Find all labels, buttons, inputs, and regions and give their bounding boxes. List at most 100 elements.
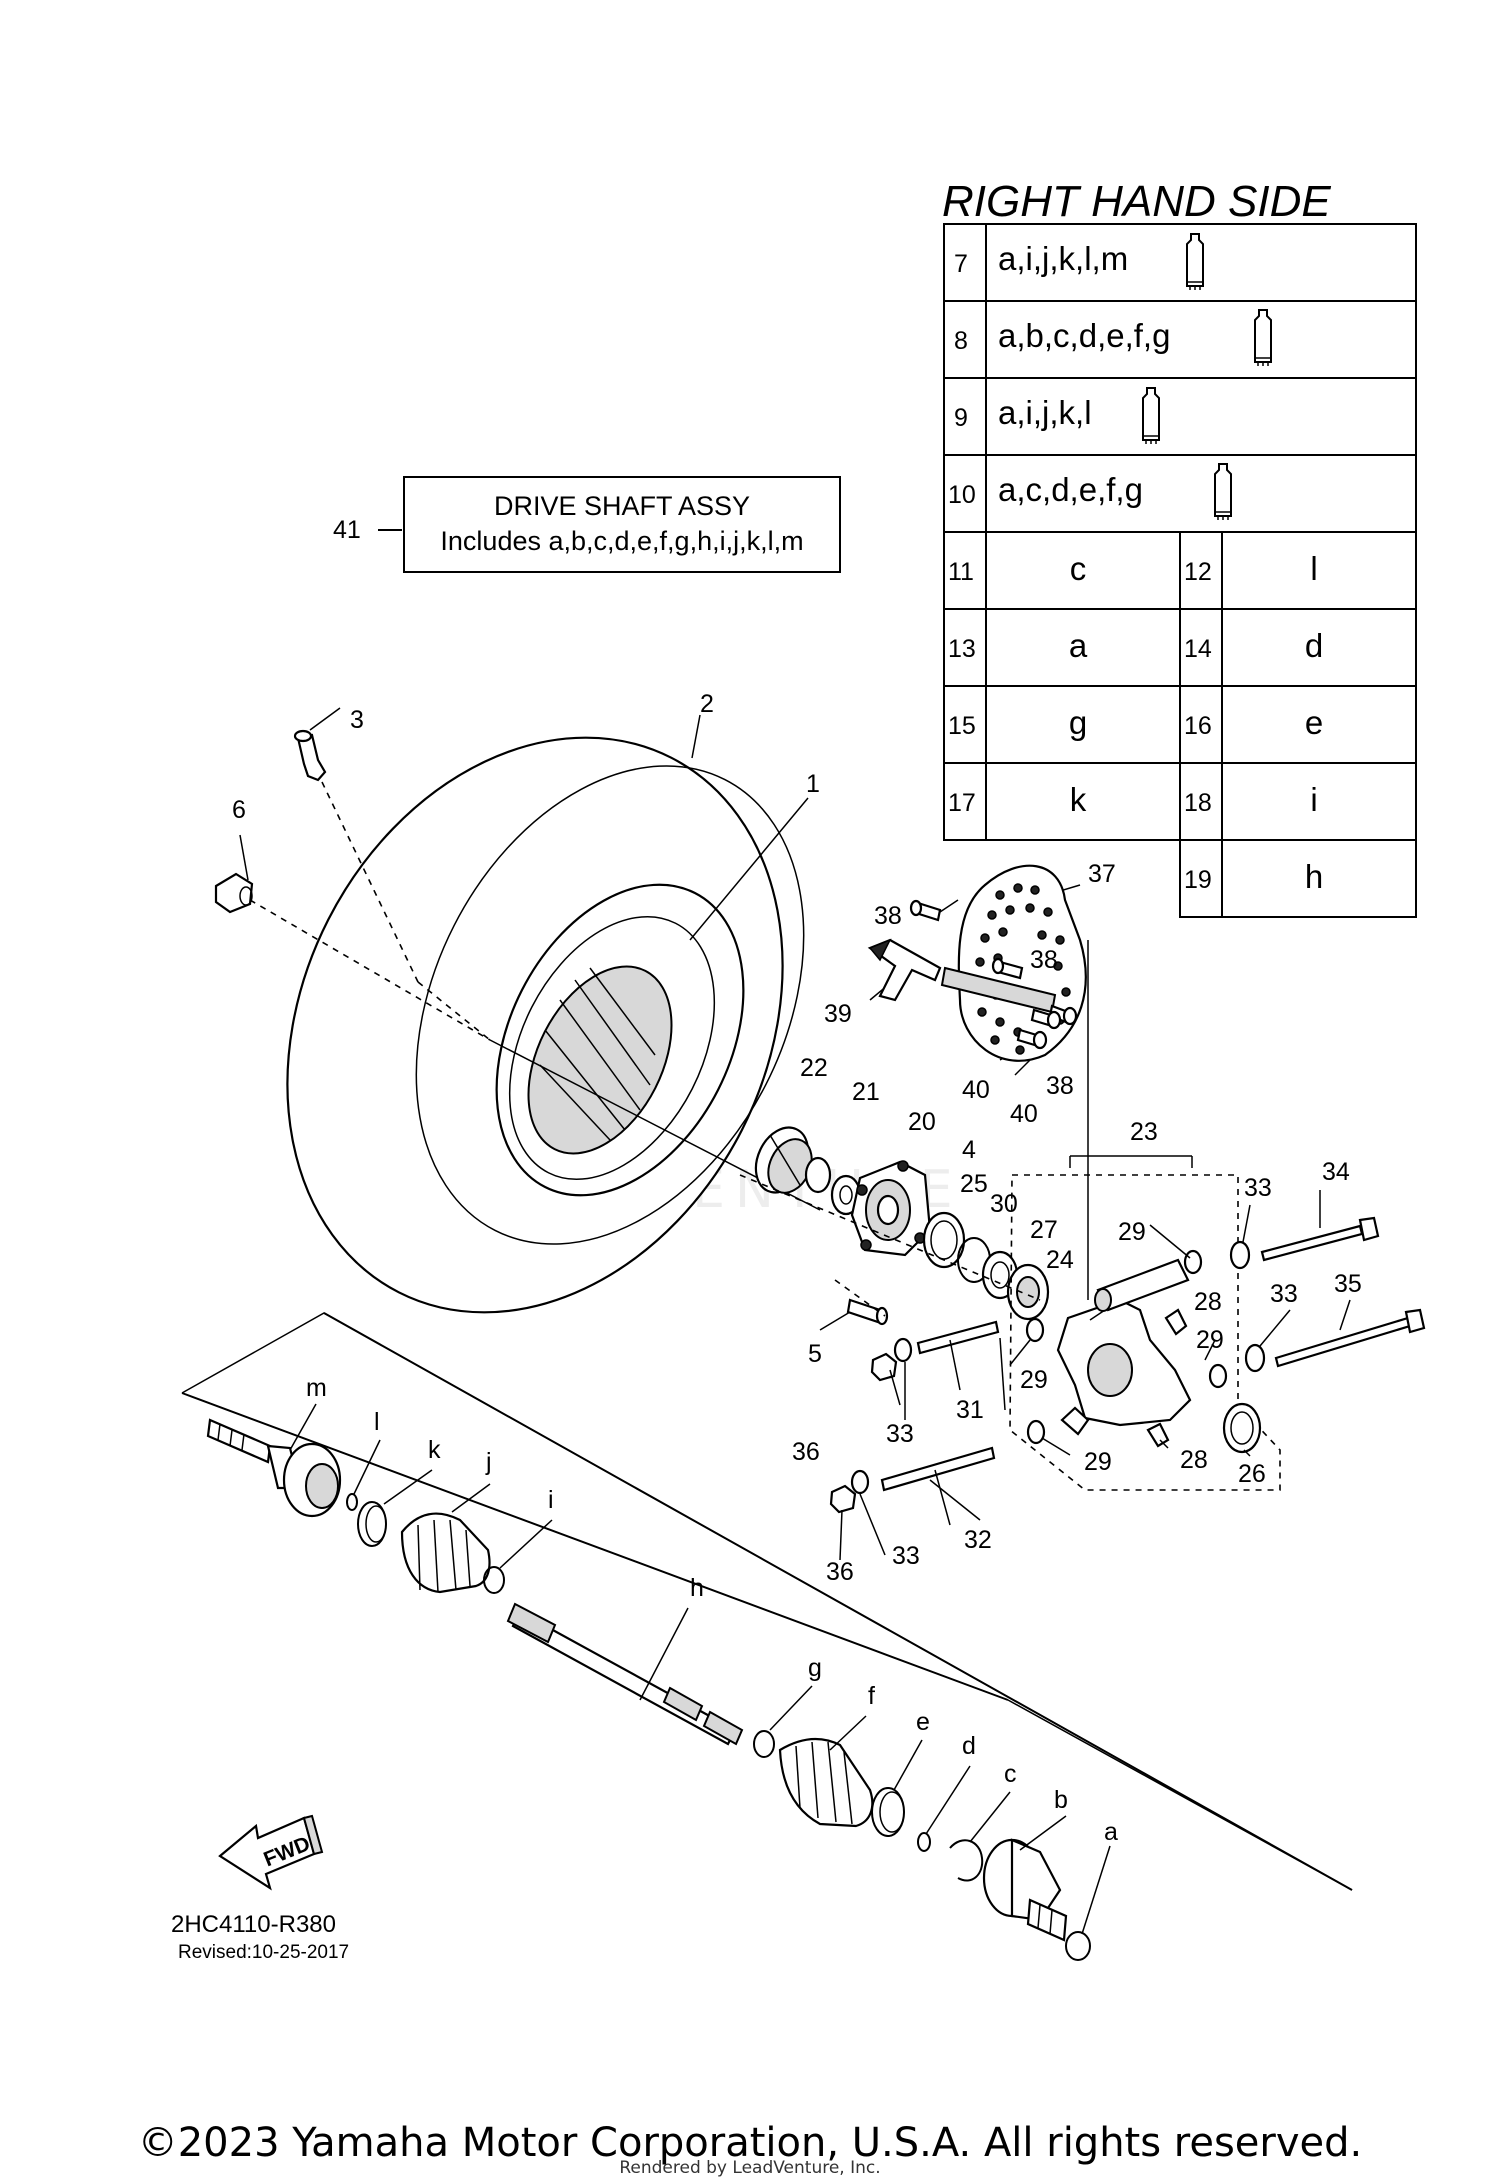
- table-title: RIGHT HAND SIDE: [942, 177, 1331, 226]
- callout-j: j: [485, 1448, 492, 1476]
- bolt-34: [1260, 1216, 1380, 1262]
- svg-text:a,b,c,d,e,f,g: a,b,c,d,e,f,g: [998, 317, 1170, 354]
- callout-29a: 29: [1118, 1218, 1146, 1246]
- callout-37: 37: [1088, 860, 1116, 888]
- callout-38b: 38: [1030, 946, 1058, 974]
- callout-c: c: [1004, 1760, 1017, 1788]
- callout-20: 20: [908, 1108, 936, 1136]
- svg-text:a,i,j,k,l,m: a,i,j,k,l,m: [998, 240, 1128, 277]
- table-row-17-18: 17 k 18 i: [948, 781, 1318, 818]
- drive-shaft-group: [181, 1312, 1353, 1961]
- callout-38c: 38: [1046, 1072, 1074, 1100]
- table-row-8: 8 a,b,c,d,e,f,g: [954, 309, 1272, 366]
- callout-35: 35: [1334, 1270, 1362, 1298]
- callout-m: m: [306, 1374, 327, 1402]
- band-i: [483, 1566, 505, 1594]
- callout-27: 27: [1030, 1216, 1058, 1244]
- forward-arrow-icon: FWD: [218, 1814, 324, 1891]
- callout-28b: 28: [1180, 1446, 1208, 1474]
- clip-d: [917, 1832, 931, 1852]
- callout-1: 1: [806, 770, 820, 798]
- svg-text:d: d: [1305, 627, 1323, 664]
- pin-31: [916, 1320, 1000, 1355]
- table-row-15-16: 15 g 16 e: [948, 704, 1323, 741]
- callout-29d: 29: [1084, 1448, 1112, 1476]
- svg-text:13: 13: [948, 635, 976, 663]
- bolt-5: [846, 1298, 889, 1326]
- callout-40b: 40: [1010, 1100, 1038, 1128]
- boot-f: [778, 1737, 874, 1828]
- svg-text:41: 41: [333, 516, 361, 544]
- svg-text:9: 9: [954, 404, 968, 432]
- rendered-by-notice: Rendered by LeadVenture, Inc.: [619, 2158, 881, 2178]
- valve-stem: [293, 729, 327, 782]
- svg-text:c: c: [1070, 550, 1087, 587]
- svg-text:10: 10: [948, 481, 976, 509]
- svg-text:DRIVE SHAFT ASSY: DRIVE SHAFT ASSY: [494, 491, 750, 521]
- callout-26: 26: [1238, 1460, 1266, 1488]
- callout-6: 6: [232, 796, 246, 824]
- svg-text:7: 7: [954, 250, 968, 278]
- table-row-7: 7 a,i,j,k,l,m: [954, 233, 1204, 290]
- callout-28a: 28: [1194, 1288, 1222, 1316]
- cv-joint-b: [982, 1838, 1068, 1942]
- callout-22: 22: [800, 1054, 828, 1082]
- grease-tube-icon: [1186, 233, 1204, 290]
- callout-24: 24: [1046, 1246, 1074, 1274]
- grease-nipple-28: [1146, 1308, 1188, 1448]
- callout-32: 32: [964, 1526, 992, 1554]
- table-row-19: 19 h: [1184, 858, 1323, 895]
- callout-33c: 33: [886, 1420, 914, 1448]
- clip-l: [346, 1493, 358, 1511]
- bracket-39: [867, 938, 942, 1002]
- callout-34: 34: [1322, 1158, 1350, 1186]
- callout-23: 23: [1130, 1118, 1158, 1146]
- nuts-36: [829, 1352, 898, 1514]
- callout-2: 2: [700, 690, 714, 718]
- callout-g: g: [808, 1654, 822, 1682]
- callout-i: i: [548, 1486, 554, 1514]
- drive-shaft-leaders: [289, 1403, 1111, 1935]
- callout-h: h: [690, 1574, 704, 1602]
- callout-29c: 29: [1020, 1366, 1048, 1394]
- circlip-c: [949, 1839, 984, 1882]
- grease-tube-icon: [1214, 463, 1232, 520]
- table-row-9: 9 a,i,j,k,l: [954, 387, 1160, 444]
- svg-text:18: 18: [1184, 789, 1212, 817]
- svg-text:11: 11: [948, 558, 974, 586]
- table-row-10: 10 a,c,d,e,f,g: [948, 463, 1232, 520]
- callout-d: d: [962, 1732, 976, 1760]
- boot-j: [400, 1512, 491, 1594]
- pin-32: [880, 1446, 996, 1492]
- disc-bolts-40: [1016, 1008, 1062, 1050]
- svg-text:15: 15: [948, 712, 976, 740]
- svg-text:17: 17: [948, 789, 976, 817]
- callout-4: 4: [962, 1136, 976, 1164]
- callout-39: 39: [824, 1000, 852, 1028]
- washer-21: [804, 1156, 832, 1194]
- table-row-13-14: 13 a 14 d: [948, 627, 1323, 664]
- svg-text:l: l: [1310, 550, 1317, 587]
- brake-disc-37: [940, 864, 1087, 1062]
- cv-joint-m: [206, 1418, 342, 1518]
- svg-text:a,c,d,e,f,g: a,c,d,e,f,g: [998, 471, 1143, 508]
- wheel-spokes: [539, 967, 656, 1141]
- tire-wheel-assembly: [286, 736, 805, 1314]
- callout-30: 30: [990, 1190, 1018, 1218]
- drive-shaft-assy-box: 41 DRIVE SHAFT ASSY Includes a,b,c,d,e,f…: [333, 476, 841, 573]
- callout-33b: 33: [1270, 1280, 1298, 1308]
- svg-text:h: h: [1305, 858, 1323, 895]
- callout-40a: 40: [962, 1076, 990, 1104]
- band-g: [753, 1730, 775, 1758]
- svg-text:e: e: [1305, 704, 1323, 741]
- collars-29: [1025, 1249, 1228, 1445]
- wheel-nut: [214, 872, 254, 914]
- svg-text:a: a: [1069, 627, 1088, 664]
- callout-25: 25: [960, 1170, 988, 1198]
- callout-b: b: [1054, 1786, 1068, 1814]
- right-hand-side-table: RIGHT HAND SIDE 7 a,i,j,k,l,m 8 a,b,c,d,…: [942, 177, 1417, 918]
- knuckle-leader-lines: [839, 1190, 1351, 1561]
- callout-33a: 33: [1244, 1174, 1272, 1202]
- grease-tube-icon: [1254, 309, 1272, 366]
